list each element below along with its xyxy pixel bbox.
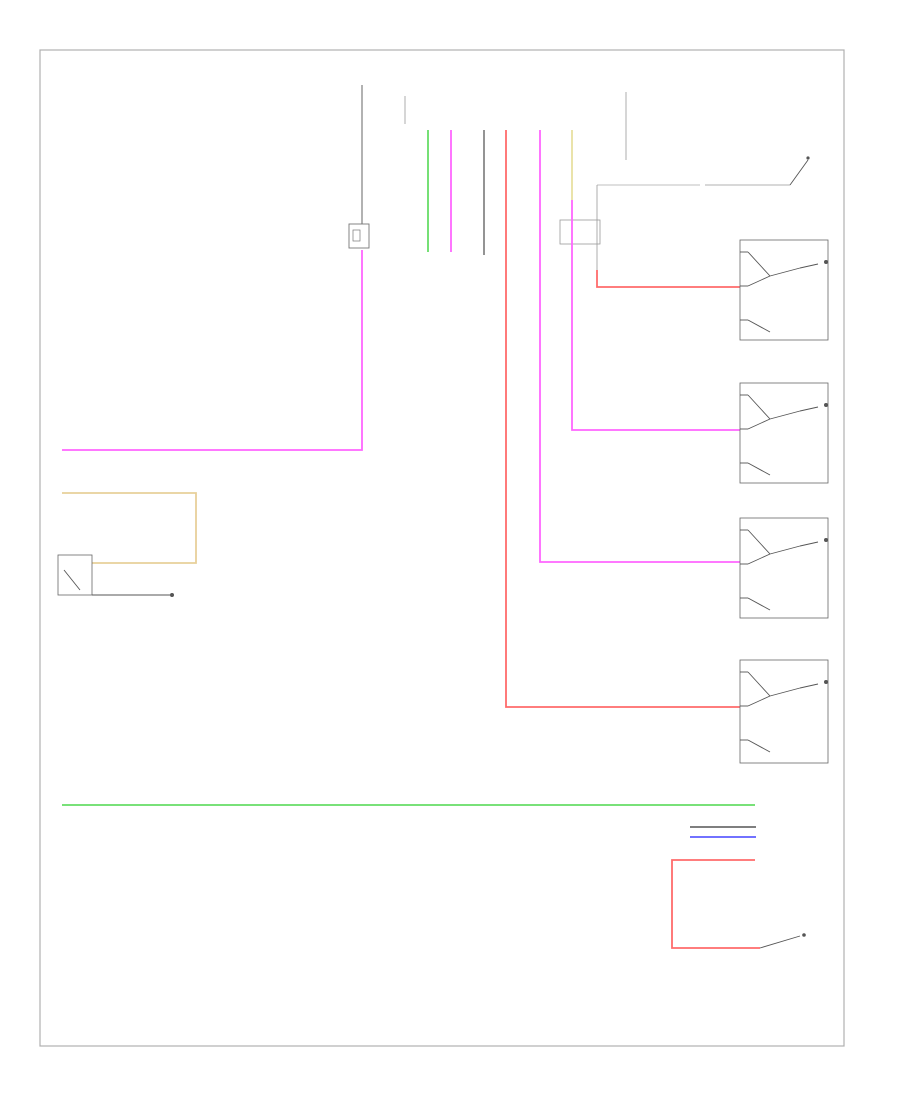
wire-pink-rr xyxy=(571,200,740,431)
wire-red-long xyxy=(505,130,740,708)
left-switch xyxy=(57,554,174,597)
junction-block-1 xyxy=(559,219,601,245)
junction-connectors xyxy=(559,184,700,270)
bottom-right-switch xyxy=(759,933,806,949)
switch-block-4 xyxy=(739,659,829,764)
switch-block-1 xyxy=(739,239,829,341)
switch-block-2 xyxy=(739,382,829,484)
fuse-section xyxy=(348,85,627,249)
wire-red-bottom-loop xyxy=(671,859,760,949)
switch-block-3 xyxy=(739,517,829,619)
wire-pink-lr xyxy=(539,130,740,563)
wire-red-short xyxy=(596,270,740,288)
diagram-frame xyxy=(39,49,845,1047)
wire-pink-left xyxy=(62,250,363,451)
top-right-switch xyxy=(789,156,810,186)
wire-tan xyxy=(62,492,197,564)
top-wire-stubs xyxy=(427,130,573,255)
